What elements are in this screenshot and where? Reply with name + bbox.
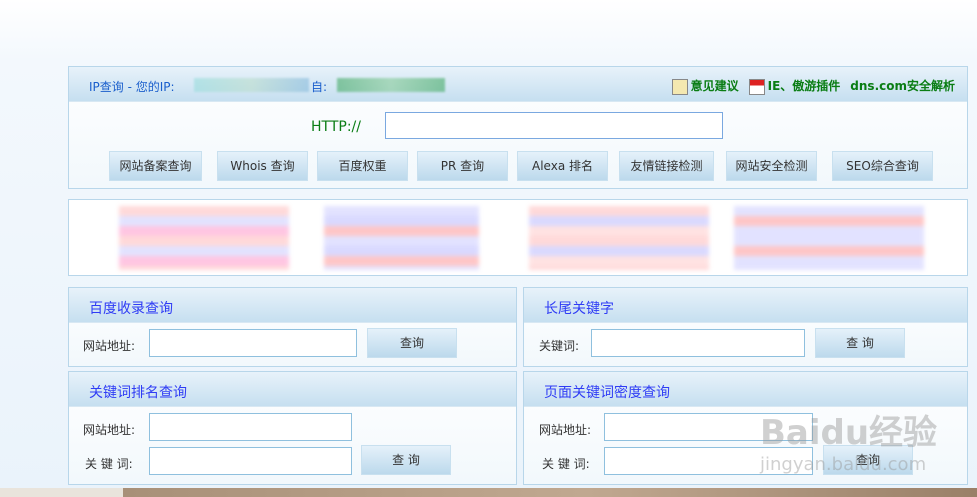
ad-image[interactable] [529,206,709,270]
plugin-link[interactable]: IE、傲游插件 [748,77,840,95]
header-links: 意见建议 IE、傲游插件 dns.com安全解析 [671,77,955,95]
ad-image[interactable] [324,206,479,270]
location-value [337,78,445,92]
seo-query-button[interactable]: SEO综合查询 [832,151,933,181]
alexa-rank-button[interactable]: Alexa 排名 [517,151,608,181]
keyword-density-panel: 页面关键词密度查询 网站地址: 关 键 词: 查询 [523,371,968,485]
longtail-panel: 长尾关键字 关键词: 查 询 [523,287,968,367]
panel-title: 长尾关键字 [544,301,614,317]
url-label: 网站地址: [83,423,136,437]
url-input[interactable] [149,413,352,441]
ad-image[interactable] [119,206,289,270]
top-panel: IP查询 - 您的IP: 自: 意见建议 IE、傲游插件 dns.com安全解析… [68,66,968,189]
keyword-label: 关键词: [539,339,580,353]
url-label: 网站地址: [83,339,136,353]
query-button[interactable]: 查 询 [361,445,451,475]
pr-query-button[interactable]: PR 查询 [417,151,508,181]
panel-title: 百度收录查询 [89,301,173,317]
whois-query-button[interactable]: Whois 查询 [217,151,308,181]
top-header: IP查询 - 您的IP: 自: 意见建议 IE、傲游插件 dns.com安全解析 [69,67,967,102]
keyword-rank-panel: 关键词排名查询 网站地址: 关 键 词: 查 询 [68,371,517,485]
keyword-label: 关 键 词: [542,457,590,471]
http-prefix: HTTP:// [311,119,361,135]
watermark-brand: Baidu经验 [760,413,938,453]
friend-link-check-button[interactable]: 友情链接检测 [619,151,714,181]
url-input[interactable] [604,413,813,441]
url-input[interactable] [149,329,357,357]
keyword-input[interactable] [149,447,352,475]
ad-image[interactable] [734,206,924,270]
keyword-input[interactable] [591,329,805,357]
baidu-weight-button[interactable]: 百度权重 [317,151,408,181]
watermark: Baidu经验 jingyan.baidu.com [760,405,937,475]
query-button[interactable]: 查 询 [815,328,905,358]
calendar-icon [748,78,765,95]
ip-value [194,78,309,92]
url-label: 网站地址: [539,423,592,437]
site-security-button[interactable]: 网站安全检测 [726,151,817,181]
panel-title: 页面关键词密度查询 [544,385,670,401]
icp-query-button[interactable]: 网站备案查询 [109,151,202,181]
keyword-label: 关 键 词: [85,457,133,471]
panel-title: 关键词排名查询 [89,385,187,401]
ip-label: IP查询 - 您的IP: [89,80,175,94]
ad-banner[interactable] [68,199,968,276]
edit-icon [671,78,688,95]
baidu-index-panel: 百度收录查询 网站地址: 查询 [68,287,517,367]
feedback-link[interactable]: 意见建议 [671,77,739,95]
keyword-input[interactable] [604,447,813,475]
dns-link[interactable]: dns.com安全解析 [850,79,955,94]
taskbar [0,488,977,497]
watermark-url: jingyan.baidu.com [760,454,927,475]
query-button[interactable]: 查询 [823,445,913,475]
url-input[interactable] [385,112,723,139]
from-label: 自: [311,80,328,94]
query-button[interactable]: 查询 [367,328,457,358]
